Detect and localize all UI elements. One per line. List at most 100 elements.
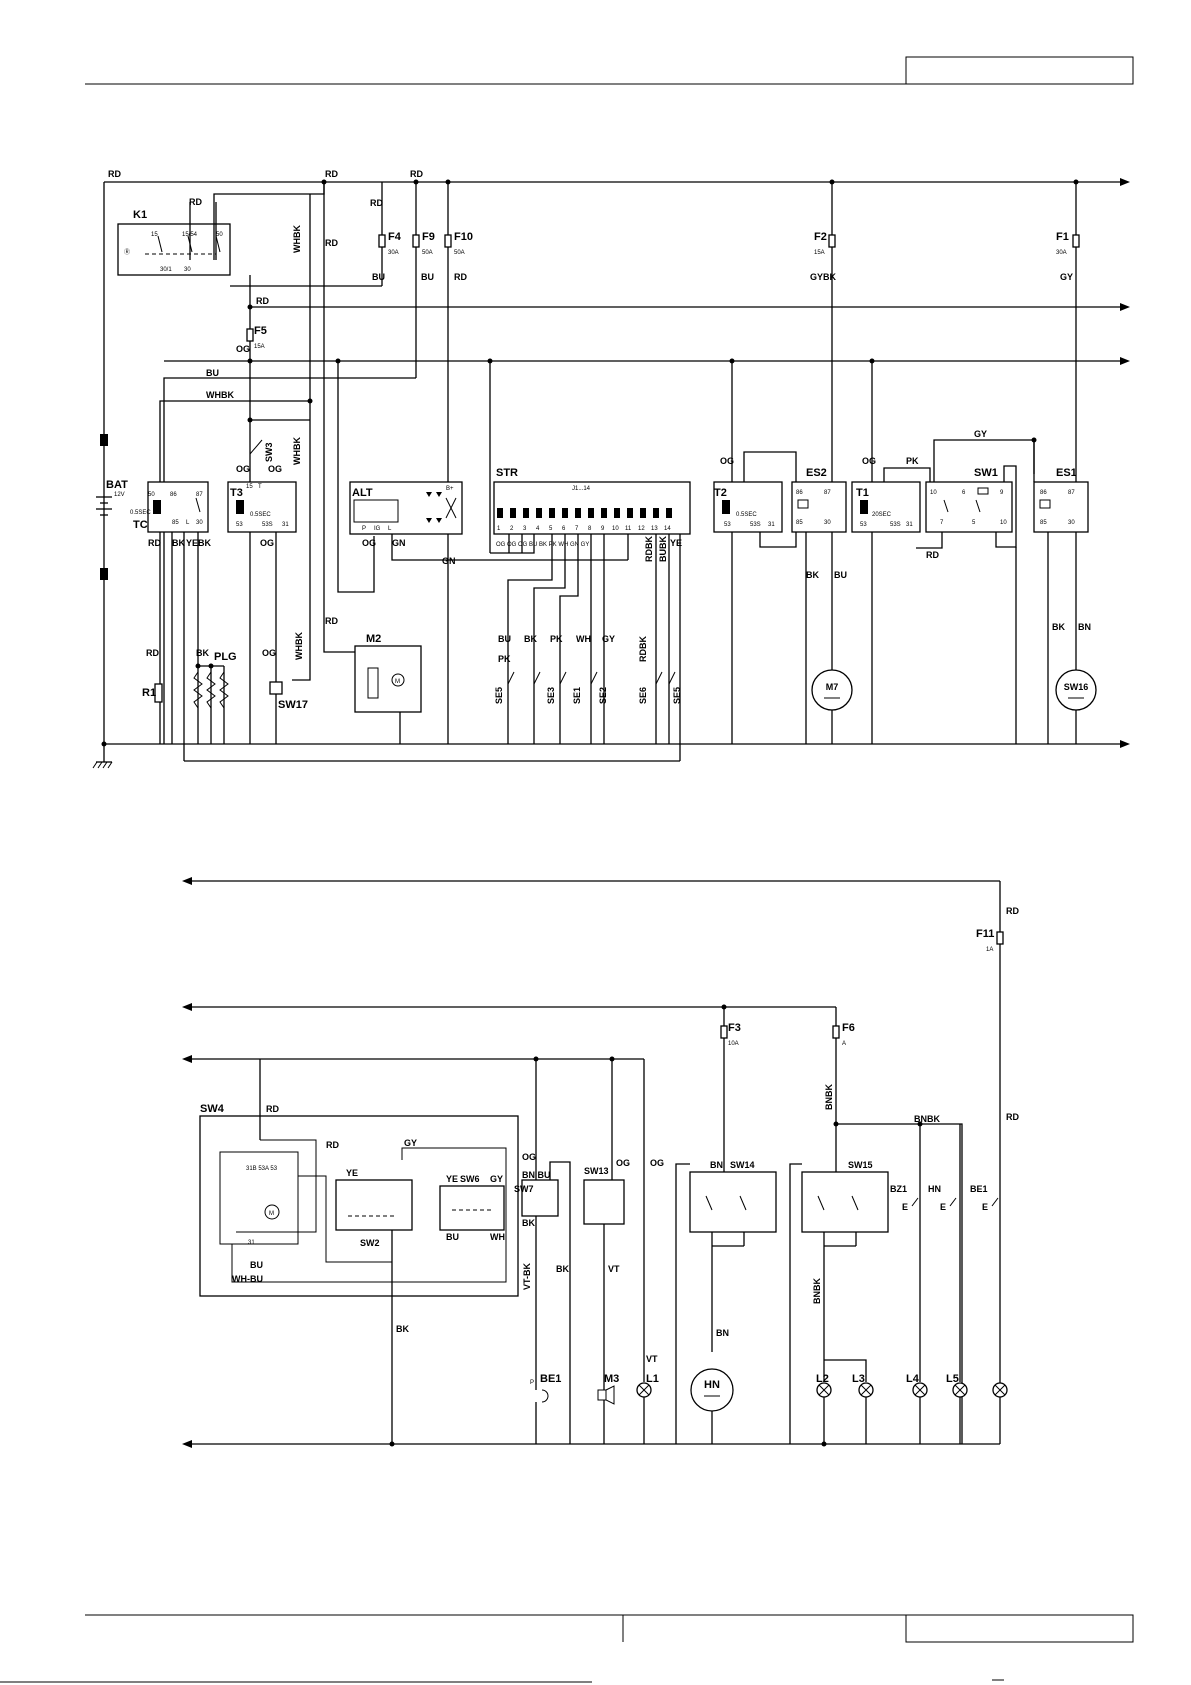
k1-pin-50: 50	[216, 232, 223, 238]
sw4-label: SW7	[514, 1184, 534, 1194]
svg-text:BK: BK	[1052, 622, 1065, 632]
alt-label: ALT	[352, 487, 373, 499]
svg-text:GY: GY	[1060, 272, 1073, 282]
svg-text:WH: WH	[576, 634, 591, 644]
svg-text:T: T	[258, 484, 262, 490]
svg-text:BU: BU	[498, 634, 511, 644]
svg-text:9: 9	[601, 526, 605, 532]
svg-text:RD: RD	[325, 616, 338, 626]
svg-text:31: 31	[906, 522, 913, 528]
page-footer	[0, 1614, 1134, 1683]
m7-label: SW4	[200, 1103, 225, 1115]
svg-text:GY: GY	[404, 1138, 417, 1148]
svg-text:RD: RD	[1006, 1112, 1019, 1122]
svg-text:RD: RD	[325, 238, 338, 248]
svg-text:50: 50	[148, 492, 155, 498]
svg-text:OG: OG	[522, 1152, 536, 1162]
svg-text:OG: OG	[268, 464, 282, 474]
svg-text:YE: YE	[186, 538, 198, 548]
f2-rating: 15A	[814, 250, 825, 256]
svg-text:WH-BU: WH-BU	[232, 1274, 263, 1284]
svg-text:GN: GN	[392, 538, 406, 548]
svg-text:BU: BU	[372, 272, 385, 282]
svg-text:BN: BN	[716, 1328, 729, 1338]
bz1-label: BE1	[540, 1373, 561, 1385]
svg-text:VT-BK: VT-BK	[522, 1262, 532, 1290]
f5-label: F5	[254, 325, 267, 337]
svg-text:31B 53A 53: 31B 53A 53	[246, 1166, 278, 1172]
svg-text:86: 86	[796, 490, 803, 496]
sw7-label: SW15	[848, 1160, 873, 1170]
svg-text:53: 53	[236, 522, 243, 528]
se5b-label: SE5	[672, 687, 682, 704]
svg-text:RD: RD	[454, 272, 467, 282]
svg-text:BNBK: BNBK	[824, 1084, 834, 1110]
connector-str: STR J1...14 1 2 3 4 5 6 7 8 9 10 11 12 1…	[490, 467, 691, 761]
k1-label: K1	[133, 209, 147, 221]
svg-text:13: 13	[651, 526, 658, 532]
l3-label: L4	[906, 1373, 920, 1385]
page-header	[85, 56, 1134, 85]
se1-label: SE1	[572, 687, 582, 704]
svg-text:OG: OG	[720, 456, 734, 466]
sw14-label: HN	[928, 1184, 941, 1194]
fuse-f11: F11 1A RD RD	[976, 881, 1019, 1444]
bat-label: BAT	[106, 479, 128, 491]
l1-label: L2	[816, 1373, 829, 1385]
svg-text:2: 2	[510, 526, 514, 532]
svg-text:RD: RD	[266, 1104, 279, 1114]
alternator-alt: ALT P IG L B+ OG GN GN	[349, 481, 628, 566]
str-pins: 1 2 3 4 5 6 7 8 9 10 11 12 13 14	[497, 508, 672, 532]
svg-text:53S: 53S	[890, 522, 901, 528]
sw3-label: SW3	[264, 442, 274, 462]
m1-label: SW16	[1064, 682, 1089, 692]
svg-text:OG OG OG BU BK PK WH GN GY: OG OG OG BU BK PK WH GN GY	[496, 542, 589, 548]
svg-text:BK: BK	[522, 1218, 535, 1228]
timer-t3: T3 0.5SEC 15 T 53 53S 31 OG OG OG	[227, 464, 297, 688]
svg-text:P: P	[530, 1380, 534, 1386]
sensors: BU PK BK PK WH GY RDBK SE5 SE3 SE1 SE2 S…	[494, 634, 682, 704]
svg-text:6: 6	[962, 490, 966, 496]
svg-text:OG: OG	[650, 1158, 664, 1168]
lamp-be1: OG VT L1	[636, 1059, 664, 1444]
svg-text:GN: GN	[442, 556, 456, 566]
svg-text:53: 53	[860, 522, 867, 528]
buzzer-bz1: BE1 P	[530, 1373, 561, 1444]
relay-tc: TC 0.5SEC 50 86 87 85 L 30 RD BK YE BK	[130, 481, 211, 761]
sw16-label: SW2	[360, 1238, 380, 1248]
svg-text:WHBK: WHBK	[294, 632, 304, 660]
svg-text:E: E	[940, 1202, 946, 1212]
svg-text:B+: B+	[446, 486, 454, 492]
svg-text:YE: YE	[670, 538, 682, 548]
svg-text:9: 9	[1000, 490, 1004, 496]
resistor-r1: R1 RD	[142, 648, 163, 703]
svg-text:L: L	[388, 526, 392, 532]
t3-rating: 0.5SEC	[250, 512, 271, 518]
f11-label: F11	[976, 928, 994, 940]
tc-label: TC	[133, 519, 148, 531]
svg-text:RD: RD	[189, 197, 202, 207]
svg-text:85: 85	[1040, 520, 1047, 526]
svg-text:OG: OG	[262, 648, 276, 658]
ground-icon	[92, 744, 113, 769]
svg-text:86: 86	[170, 492, 177, 498]
sw6-label: SW14	[730, 1160, 755, 1170]
se6-label: SE6	[638, 687, 648, 704]
svg-text:3: 3	[523, 526, 527, 532]
se2-label: SE2	[598, 687, 608, 704]
switches-sw13-15: BZ1 E HN E BE1 E	[890, 1121, 999, 1382]
f9-label: F9	[422, 231, 435, 243]
svg-text:PK: PK	[906, 456, 919, 466]
switch-sw3: SW3	[249, 439, 274, 462]
svg-text:BUBK: BUBK	[658, 536, 668, 562]
svg-text:1: 1	[497, 526, 501, 532]
svg-text:86: 86	[1040, 490, 1047, 496]
sw2-label: SW13	[584, 1166, 609, 1176]
svg-text:WHBK: WHBK	[292, 437, 302, 465]
motor-m2: M7	[811, 669, 853, 744]
t2-rating: 0.5SEC	[736, 512, 757, 518]
svg-text:RD: RD	[326, 1140, 339, 1150]
fuse-f6: F6 A BNBK BNBK	[824, 1007, 963, 1444]
svg-text:P: P	[362, 526, 366, 532]
relay-es2: ES2 86 87 85 30 BK BU	[791, 467, 847, 744]
